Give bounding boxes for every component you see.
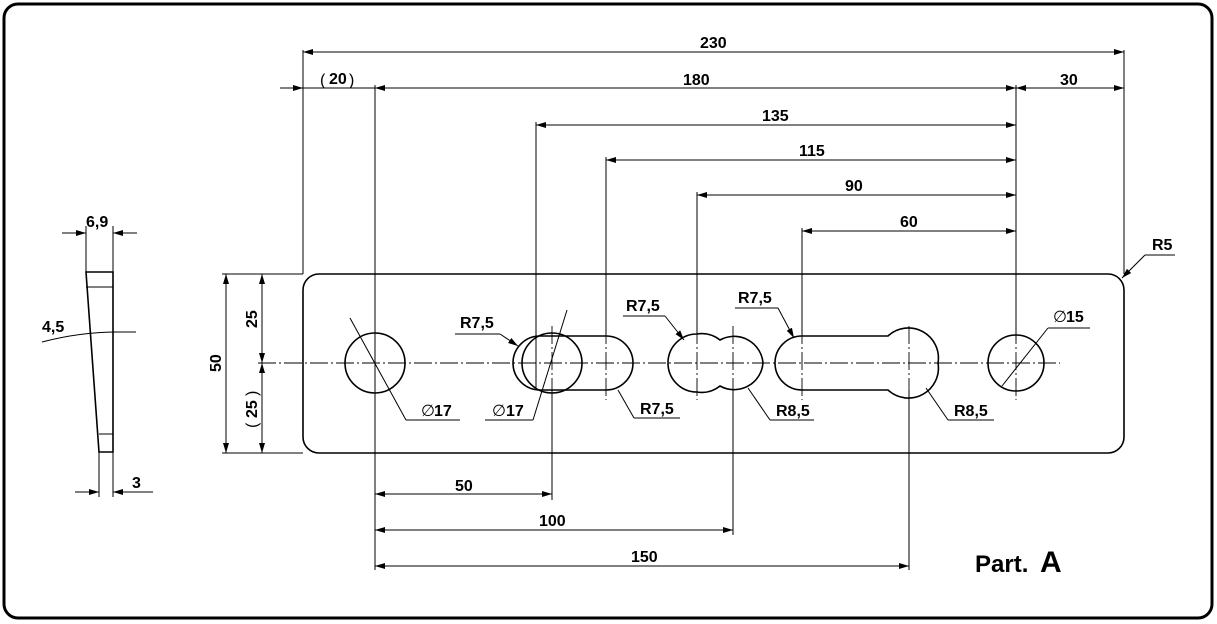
part-prefix: Part. — [975, 551, 1028, 578]
dim-bottom-150: 150 — [631, 549, 658, 566]
dim-left-offset: 20 — [329, 71, 347, 88]
dim-r85-middle: R8,5 — [776, 403, 810, 420]
dim-bottom-50: 50 — [455, 478, 473, 495]
dim-hole-d17-left: 17 — [434, 403, 452, 420]
svg-text:∅: ∅ — [421, 403, 435, 420]
dim-r85-right: R8,5 — [954, 403, 988, 420]
dim-span-180: 180 — [683, 72, 710, 89]
dim-r75-upper-right: R7,5 — [738, 290, 772, 307]
part-letter: A — [1040, 546, 1062, 579]
dim-right-30: 30 — [1060, 72, 1078, 89]
plate-outline — [302, 273, 1125, 454]
dim-span-115: 115 — [799, 143, 825, 160]
dim-total-length: 230 — [700, 35, 727, 52]
plate-view: 230 ( 20 ) 180 30 135 115 90 60 50 25 ( … — [208, 35, 1175, 570]
dim-r75-upper-middle: R7,5 — [626, 298, 660, 315]
angle-arc — [41, 331, 119, 343]
dim-r75-lower: R7,5 — [640, 401, 674, 418]
dim-bottom-100: 100 — [539, 513, 566, 530]
dim-hole-d17-mid: 17 — [506, 403, 524, 420]
dim-r75-upper-left: R7,5 — [460, 315, 494, 332]
side-angle-label: 4,5 — [42, 319, 64, 336]
side-width-bottom-label: 3 — [132, 475, 141, 492]
side-view: 6,9 4,5 3 — [41, 214, 153, 497]
svg-text:∅: ∅ — [1053, 309, 1067, 326]
dim-corner-radius: R5 — [1152, 237, 1173, 254]
dim-span-90: 90 — [845, 178, 863, 195]
dim-span-135: 135 — [762, 108, 789, 125]
dim-span-60: 60 — [900, 214, 918, 231]
slot-long-right — [774, 327, 940, 399]
slot-r7-5-r8-5-middle — [667, 332, 764, 394]
part-label: Part. A — [975, 546, 1062, 579]
svg-text:∅: ∅ — [492, 403, 506, 420]
svg-text:(: ( — [244, 422, 261, 428]
svg-text:(: ( — [320, 72, 326, 89]
dim-lower-25: 25 — [244, 400, 261, 418]
svg-text:): ) — [244, 391, 261, 396]
dim-upper-25: 25 — [244, 310, 261, 328]
dim-hole-d15: 15 — [1066, 309, 1084, 326]
svg-text:): ) — [349, 72, 354, 89]
side-profile — [85, 271, 114, 453]
dim-height-50: 50 — [208, 354, 225, 372]
side-width-top-label: 6,9 — [86, 214, 108, 231]
